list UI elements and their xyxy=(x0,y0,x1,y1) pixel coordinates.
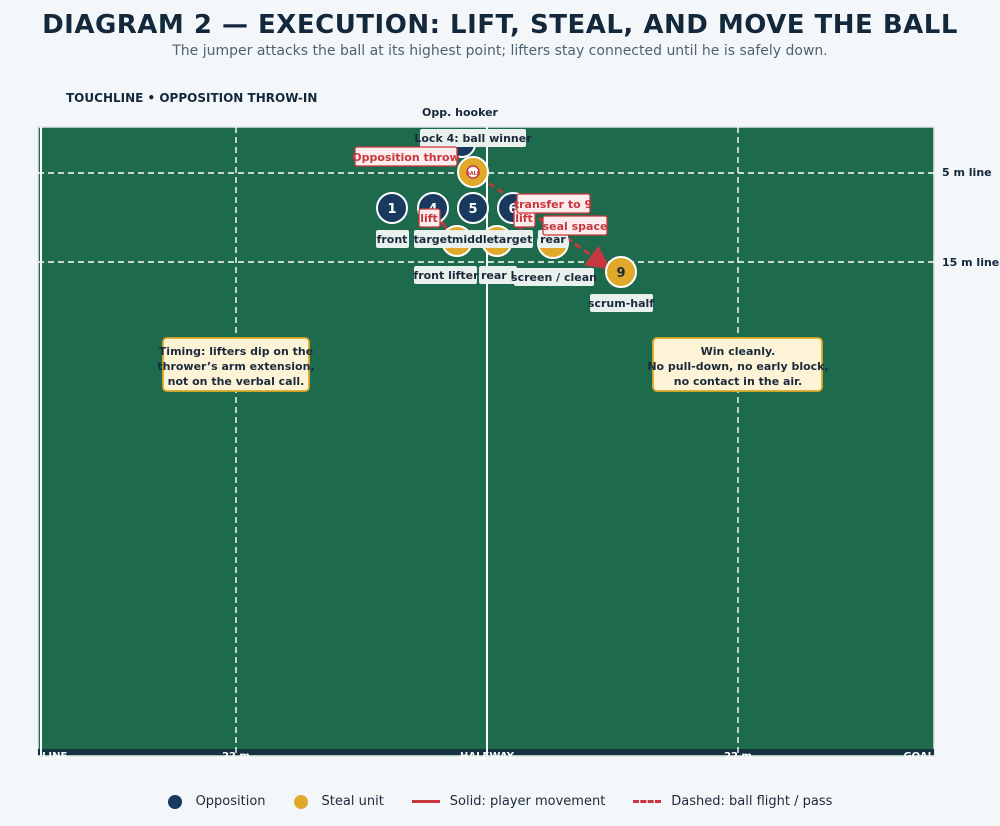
legend-solid-label: Solid: player movement xyxy=(449,794,606,809)
seal-annotation: seal space xyxy=(543,220,608,233)
dashed-line-icon xyxy=(633,800,662,803)
timing-note: Timing: lifters dip on the thrower’s arm… xyxy=(157,337,315,392)
opp-throw-annotation: Opposition throw xyxy=(352,151,459,164)
legend-dashed-label: Dashed: ball flight / pass xyxy=(671,794,833,809)
legend-solid: Solid: player movement xyxy=(411,794,606,809)
annotation-box xyxy=(542,215,608,236)
annotation-box xyxy=(354,146,458,167)
annotation-box xyxy=(516,193,591,214)
front-lifter-tag: front lifter xyxy=(413,269,479,282)
tag-box xyxy=(376,230,409,248)
tag-box xyxy=(452,230,495,248)
ball-text: BALL xyxy=(466,171,481,177)
timing-note-line: not on the verbal call. xyxy=(168,375,305,388)
transfer-annotation: transfer to 9 xyxy=(514,198,592,211)
legend-opposition-label: Opposition xyxy=(195,794,266,809)
rear-tag: rear xyxy=(540,233,566,246)
opp-hooker-label: Opp. hooker xyxy=(422,106,498,119)
ball-marker: BALL xyxy=(457,156,489,188)
diagram-title: DIAGRAM 2 — EXECUTION: LIFT, STEAL, AND … xyxy=(42,10,958,40)
diagram-subtitle: The jumper attacks the ball at its highe… xyxy=(172,43,828,59)
middle-tag: middle xyxy=(452,233,494,246)
win-note-line: No pull-down, no early block, xyxy=(647,360,828,373)
win-note: Win cleanly. No pull-down, no early bloc… xyxy=(647,337,829,392)
left-22-label: 22 m xyxy=(222,751,250,762)
tag-box xyxy=(414,230,453,248)
timing-note-line: Timing: lifters dip on the xyxy=(159,345,313,358)
player-number: 9 xyxy=(616,266,625,281)
scrum-half-tag: scrum-half xyxy=(588,297,654,310)
pitch-diagram: LINE 22 m HALFWAY 22 m GOAL 1 4 5 6 1 5 xyxy=(37,126,935,762)
tag-box xyxy=(479,266,517,284)
legend-steal-label: Steal unit xyxy=(321,794,384,809)
lift-annotation: lift xyxy=(420,212,438,225)
opposition-player: 5 xyxy=(457,192,489,224)
player-number: 5 xyxy=(468,202,477,217)
solid-line-icon xyxy=(411,800,440,803)
scrum-half-player: 9 xyxy=(605,256,637,288)
opposition-player: 1 xyxy=(376,192,408,224)
tag-box xyxy=(414,266,477,284)
fifteen-m-line-label: 15 m line xyxy=(942,256,1000,269)
lift-annotation: lift xyxy=(515,212,533,225)
player-number: 1 xyxy=(387,202,396,217)
legend: Opposition Steal unit Solid: player move… xyxy=(0,794,1000,809)
timing-note-line: thrower’s arm extension, xyxy=(157,360,314,373)
front-tag: front xyxy=(377,233,408,246)
lock4-tag: Lock 4: ball winner xyxy=(414,132,532,145)
screen-clean-tag: screen / clean xyxy=(511,271,597,284)
annotation-box xyxy=(418,208,441,228)
section-label: TOUCHLINE • OPPOSITION THROW-IN xyxy=(66,91,318,105)
tag-box xyxy=(494,230,533,248)
legend-dashed: Dashed: ball flight / pass xyxy=(633,794,832,809)
right-22-label: 22 m xyxy=(724,751,752,762)
win-note-line: no contact in the air. xyxy=(674,375,802,388)
steal-dot-icon xyxy=(293,794,308,809)
tag-box xyxy=(420,129,526,147)
win-note-line: Win cleanly. xyxy=(701,345,776,358)
tag-box xyxy=(514,268,594,286)
goal-label: GOAL xyxy=(903,751,934,762)
legend-opposition: Opposition xyxy=(167,794,266,809)
opposition-dot-icon xyxy=(167,794,182,809)
legend-steal: Steal unit xyxy=(293,794,384,809)
ball-icon xyxy=(466,165,480,179)
player-number: 6 xyxy=(508,202,517,217)
line-label: LINE xyxy=(42,751,67,762)
target-tag: target xyxy=(494,233,533,246)
halfway-label: HALFWAY xyxy=(460,751,515,762)
tag-box xyxy=(590,294,653,312)
five-m-line-label: 5 m line xyxy=(942,166,992,179)
target-tag: target xyxy=(414,233,453,246)
